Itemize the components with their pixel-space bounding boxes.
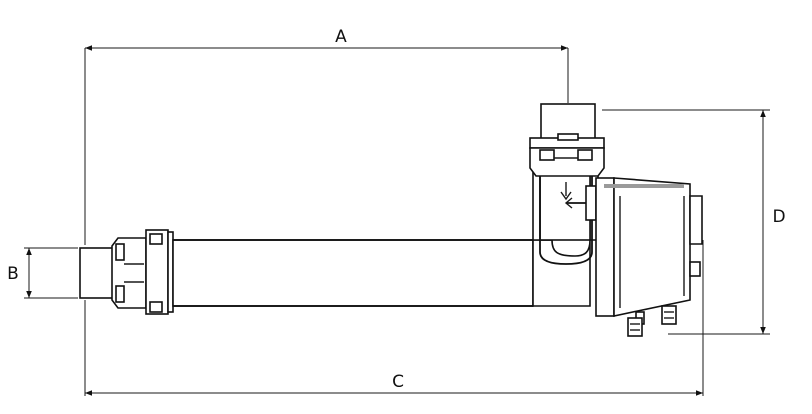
left-union-collar-tab-top [149, 233, 163, 245]
main-tube-body [172, 239, 534, 307]
dimension-c: C [84, 240, 704, 396]
control-box-housing [613, 177, 691, 317]
top-union-collar-tab [557, 133, 579, 141]
control-box-lid-edge [604, 184, 684, 188]
cable-gland-left [627, 317, 643, 337]
cable-gland-right [661, 305, 677, 325]
top-union-lug-right [577, 149, 593, 161]
inlet-pipe [79, 247, 115, 299]
dimension-c-label: C [392, 372, 404, 392]
left-union-fitting [111, 229, 174, 315]
control-box [595, 177, 703, 337]
main-tube [172, 239, 534, 307]
control-box-side-cover [689, 195, 703, 245]
left-union-collar-tab-bottom [149, 301, 163, 313]
dimension-d: D [602, 109, 786, 335]
top-union-fitting [529, 103, 605, 177]
top-union-lug-left [539, 149, 555, 161]
control-box-flange [595, 177, 615, 317]
dimension-b-label: B [7, 264, 19, 284]
dimension-d-label: D [772, 207, 785, 227]
control-box-side-knob [689, 261, 701, 277]
dimension-a-label: A [335, 27, 347, 47]
flow-direction-arrow [560, 182, 572, 201]
left-union-lug-bottom [115, 285, 125, 303]
inlet-pipe-stub [79, 247, 115, 299]
elbow-joint [532, 239, 591, 307]
flow-sensor-block [585, 185, 597, 221]
outlet-tube-interior [539, 171, 591, 241]
dimension-a: A [84, 27, 569, 245]
left-union-lug-top [115, 243, 125, 261]
dimension-b: B [7, 247, 78, 299]
